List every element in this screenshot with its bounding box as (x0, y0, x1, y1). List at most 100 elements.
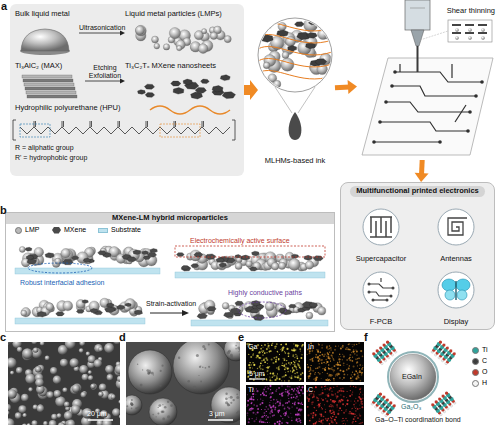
eds-dot (321, 421, 323, 423)
eds-dot (277, 351, 279, 353)
mxene-flake (249, 267, 257, 271)
pcb-trace (369, 284, 393, 288)
surface-flake (208, 344, 210, 346)
material-group: Bulk liquid metal (15, 10, 79, 56)
eds-dot (345, 405, 346, 406)
eds-dot (301, 354, 302, 355)
eds-dot (342, 421, 343, 422)
mxene-flake (63, 260, 74, 265)
node-label: MXene-LM hybrid microparticles (6, 213, 334, 224)
eds-dot (267, 366, 268, 367)
eds-dot (285, 343, 287, 345)
o-atom (435, 400, 438, 403)
trace-pad (438, 140, 442, 144)
eds-dot (346, 347, 347, 348)
eds-dot (297, 377, 299, 379)
liquid-metal-particle (63, 301, 73, 311)
eds-dot (309, 371, 310, 372)
eds-dot (340, 388, 341, 389)
eds-dot (256, 357, 258, 359)
eds-dot (294, 350, 296, 352)
eds-map (306, 385, 364, 425)
eds-dot (282, 365, 283, 366)
eds-dot (324, 388, 326, 390)
eds-dot (334, 365, 336, 367)
printing-group: Shear thinning (357, 5, 495, 160)
eds-dot (298, 410, 299, 411)
eds-dot (333, 413, 335, 415)
mxene-flake (201, 79, 210, 83)
eds-dot (350, 377, 352, 379)
eds-dot (251, 403, 252, 404)
eds-dot (319, 404, 321, 406)
strain-arrow-head (182, 310, 189, 316)
eds-dot (359, 389, 361, 391)
eds-dot (270, 416, 271, 417)
mxene-flake (194, 253, 203, 257)
eds-dot (298, 360, 300, 362)
eds-dot (295, 419, 297, 421)
node-label: Shear thinning (447, 7, 495, 16)
eds-dot (279, 378, 281, 380)
aligned-particle (481, 28, 485, 32)
eds-dot (272, 362, 274, 364)
eds-dot (269, 380, 271, 382)
sem-particle (70, 385, 79, 394)
eds-dot (355, 402, 356, 403)
surface-flake (140, 384, 143, 387)
eds-dot (362, 397, 364, 399)
connector-line (79, 33, 121, 34)
eds-dot (352, 408, 353, 409)
trace-pad (480, 80, 484, 84)
eds-dot (272, 377, 273, 378)
eds-dot (291, 349, 292, 350)
liquid-metal-particle (288, 259, 300, 271)
eds-dot (315, 372, 316, 373)
eds-dot (316, 377, 317, 378)
mxene-flake (150, 249, 157, 253)
eds-dot (361, 401, 363, 403)
sem-particle (22, 348, 33, 359)
sem-particle (108, 393, 115, 400)
eds-dot (252, 368, 253, 369)
eds-dot (332, 416, 334, 418)
eds-dot (322, 399, 324, 401)
eds-dot (300, 357, 302, 359)
eds-dot (291, 375, 292, 376)
sem-particle (72, 384, 80, 392)
eds-dot (274, 379, 276, 381)
mxene-flake (295, 22, 305, 27)
sem-image (8, 342, 120, 425)
eds-dot (285, 402, 286, 403)
surface-flake (167, 415, 170, 418)
surface-flake (238, 351, 239, 352)
eds-dot (297, 388, 299, 390)
sem-particle (98, 347, 103, 352)
o-atom (376, 349, 379, 352)
eds-dot (331, 393, 332, 394)
eds-dot (270, 373, 272, 375)
eds-dot (317, 399, 319, 401)
eds-dot (315, 354, 316, 355)
surface-flake (160, 370, 162, 372)
icon-circle (363, 209, 399, 245)
annotation-label: Ga₂O₃ (401, 403, 421, 411)
eds-dot (359, 371, 361, 373)
eds-dot (316, 357, 317, 358)
electrode-finger (380, 217, 382, 233)
eds-dot (293, 369, 295, 371)
eds-dot (324, 369, 326, 371)
eds-dot (319, 418, 321, 420)
surface-flake (187, 380, 190, 383)
eds-dot (276, 389, 277, 390)
mxene-flake (72, 256, 79, 259)
formula-bond (146, 121, 147, 127)
eds-dot (291, 397, 293, 399)
liquid-metal-particle (154, 43, 160, 49)
liquid-metal-particle (305, 261, 313, 269)
eds-dot (331, 413, 332, 414)
surface-flake (137, 364, 138, 365)
eds-dot (294, 362, 296, 364)
eds-dot (312, 397, 313, 398)
eds-dot (356, 406, 357, 407)
